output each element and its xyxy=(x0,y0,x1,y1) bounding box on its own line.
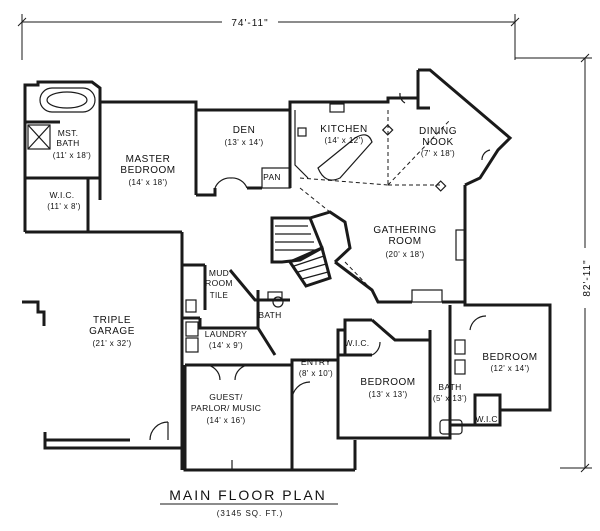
width-dimension-label: 74'-11" xyxy=(231,18,268,29)
wic-master-label: W.I.C. xyxy=(50,190,75,200)
exterior-walls xyxy=(22,68,552,472)
bedroom-right-label: BEDROOM xyxy=(482,352,537,363)
plan-title: MAIN FLOOR PLAN xyxy=(169,487,327,503)
plan-title-block: MAIN FLOOR PLAN (3145 SQ. FT.) xyxy=(160,487,338,518)
mst-bath-label-1: MST. xyxy=(58,128,79,138)
dining-nook-label-1: DINING xyxy=(419,126,457,137)
triple-garage-label-2: GARAGE xyxy=(89,326,135,337)
depth-dimension-label: 82'-11" xyxy=(582,259,593,296)
wic-right-label: W.I.C. xyxy=(476,414,501,424)
bedroom-center-label: BEDROOM xyxy=(360,377,415,388)
wic-bedroom-label: W.I.C. xyxy=(345,338,370,348)
room-labels: MST. BATH (11' x 18') W.I.C. (11' x 8') … xyxy=(47,124,537,425)
mst-bath-size: (11' x 18') xyxy=(53,151,91,160)
triple-garage-label-1: TRIPLE xyxy=(93,315,131,326)
den-label: DEN xyxy=(233,125,256,136)
mud-bath-label: BATH xyxy=(258,310,281,320)
triple-garage-size: (21' x 32') xyxy=(92,339,131,348)
bedroom-right-size: (12' x 14') xyxy=(490,364,529,373)
guest-label-2: PARLOR/ MUSIC xyxy=(191,403,261,413)
mud-room-floor: TILE xyxy=(210,291,229,300)
bath-bedroom-size: (5' x 13') xyxy=(433,394,467,403)
staircase xyxy=(270,210,352,288)
wic-master-size: (11' x 8') xyxy=(47,202,81,211)
bedroom-center-size: (13' x 13') xyxy=(368,390,407,399)
plan-subtitle: (3145 SQ. FT.) xyxy=(217,509,283,518)
laundry-size: (14' x 9') xyxy=(209,341,243,350)
master-bedroom-size: (14' x 18') xyxy=(128,178,167,187)
guest-size: (14' x 16') xyxy=(206,416,245,425)
bath-bedroom-label: BATH xyxy=(438,382,461,392)
laundry-label: LAUNDRY xyxy=(205,329,248,339)
entry-label: ENTRY xyxy=(301,357,331,367)
gathering-room-label-1: GATHERING xyxy=(373,225,436,236)
dining-nook-size: (7' x 18') xyxy=(421,149,455,158)
kitchen-label: KITCHEN xyxy=(320,124,367,135)
overall-depth-dimension: 82'-11" xyxy=(515,53,594,473)
mst-bath-label-2: BATH xyxy=(56,138,79,148)
den-size: (13' x 14') xyxy=(224,138,263,147)
guest-label-1: GUEST/ xyxy=(209,392,243,402)
mud-room-label-1: MUD xyxy=(209,268,229,278)
mud-room-label-2: ROOM xyxy=(205,278,233,288)
dining-nook-label-2: NOOK xyxy=(422,137,453,148)
entry-size: (8' x 10') xyxy=(299,369,333,378)
master-bedroom-label-2: BEDROOM xyxy=(120,165,175,176)
interior-walls xyxy=(25,87,502,470)
gathering-room-size: (20' x 18') xyxy=(385,250,424,259)
overall-width-dimension: 74'-11" xyxy=(17,12,520,60)
gathering-room-label-2: ROOM xyxy=(388,236,421,247)
pantry-label: PAN xyxy=(263,172,281,182)
kitchen-size: (14' x 12') xyxy=(324,136,363,145)
master-bedroom-label-1: MASTER xyxy=(126,154,171,165)
